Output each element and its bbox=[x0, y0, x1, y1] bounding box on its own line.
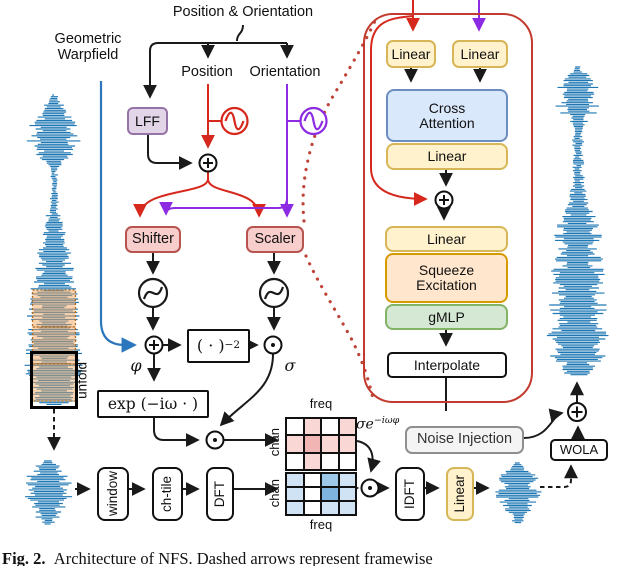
linear-label: Linear bbox=[451, 475, 467, 513]
dft-label: DFT bbox=[211, 480, 227, 508]
ch-tile-label: ch-tile bbox=[159, 475, 175, 512]
grid-cell bbox=[338, 418, 356, 436]
sum-junction-icon bbox=[434, 190, 454, 210]
idft-block: IDFT bbox=[395, 467, 425, 521]
grid-cell bbox=[338, 435, 356, 453]
waveform bbox=[495, 462, 542, 524]
position-label: Position bbox=[181, 64, 233, 80]
caption-fig-label: Fig. 2. bbox=[2, 549, 46, 566]
panel-gmlp-block: gMLP bbox=[385, 304, 508, 330]
exp-block: exp (−iω · ) bbox=[97, 390, 209, 418]
orientation-label: Orientation bbox=[249, 64, 321, 80]
sigma-label: σ bbox=[284, 356, 296, 375]
grid-cell bbox=[303, 418, 321, 436]
grid-cell bbox=[303, 452, 321, 470]
purple-orientation-wires bbox=[159, 0, 486, 218]
ch-tile-block: ch-tile bbox=[152, 467, 183, 521]
window-label: window bbox=[104, 471, 120, 517]
grid-cell bbox=[338, 452, 356, 470]
grid-cell bbox=[321, 452, 339, 470]
current-frame-rect bbox=[30, 351, 78, 409]
noise-injection-block: Noise Injection bbox=[405, 426, 524, 454]
grid-cell bbox=[321, 473, 339, 487]
grid-cell bbox=[286, 435, 304, 453]
shifter-block: Shifter bbox=[125, 226, 181, 253]
panel-linear-kv-block: Linear bbox=[452, 40, 508, 68]
grid-cell bbox=[338, 487, 356, 501]
phi-label: φ bbox=[130, 356, 142, 375]
sigma-spectrum-grid bbox=[285, 417, 357, 471]
geometric-warpfield-label: Geometric Warpfield bbox=[54, 31, 122, 63]
freq-label-bottom: freq bbox=[309, 517, 333, 532]
sigma-exp-label: σe−iωφ bbox=[356, 415, 408, 433]
freq-label-top: freq bbox=[309, 396, 333, 411]
grid-cell bbox=[286, 501, 304, 515]
grid-cell bbox=[303, 487, 321, 501]
product-junction-icon bbox=[205, 430, 225, 450]
grid-cell bbox=[286, 418, 304, 436]
sum-junction-icon bbox=[198, 153, 218, 173]
input-spectrum-grid bbox=[285, 472, 357, 516]
panel-linear-out-block: Linear bbox=[386, 143, 508, 170]
panel-interpolate-block: Interpolate bbox=[387, 352, 507, 378]
grid-cell bbox=[303, 501, 321, 515]
scaler-block: Scaler bbox=[246, 226, 304, 253]
sigma-e-sup: −iωφ bbox=[373, 415, 400, 426]
oscillator-icon bbox=[299, 106, 328, 136]
product-junction-icon bbox=[360, 478, 380, 498]
grid-cell bbox=[286, 452, 304, 470]
oscillator-icon bbox=[220, 106, 249, 136]
waveform bbox=[25, 460, 73, 525]
panel-linear-q-block: Linear bbox=[386, 40, 436, 68]
idft-label: IDFT bbox=[401, 479, 417, 509]
waveform bbox=[546, 66, 609, 376]
pow-base: ( · ) bbox=[196, 335, 225, 355]
panel-squeeze-excitation-block: Squeeze Excitation bbox=[385, 253, 508, 303]
scaler-detail-panel bbox=[363, 13, 533, 403]
unfold-window-overlays bbox=[30, 289, 78, 409]
panel-linear-mid-block: Linear bbox=[385, 226, 508, 252]
pow-exponent: −2 bbox=[224, 339, 241, 352]
blue-warpfield-wire bbox=[99, 81, 137, 353]
panel-cross-attention-block: Cross Attention bbox=[386, 89, 508, 142]
black-wires bbox=[75, 24, 585, 496]
caption-text: Architecture of NFS. Dashed arrows repre… bbox=[53, 549, 433, 566]
sine-activation-icon bbox=[137, 277, 169, 309]
unfold-label: unfold bbox=[74, 362, 90, 399]
grid-cell bbox=[286, 487, 304, 501]
chan-label-bottom: chan bbox=[266, 479, 282, 508]
grid-cell bbox=[321, 501, 339, 515]
chan-label-top: chan bbox=[266, 428, 282, 457]
grid-cell bbox=[321, 418, 339, 436]
inverse-square-block: ( · )−2 bbox=[187, 329, 250, 363]
dashed-framewise-arrows bbox=[47, 409, 578, 488]
product-junction-icon bbox=[263, 335, 283, 355]
figure-caption: Fig. 2. Architecture of NFS. Dashed arro… bbox=[2, 549, 640, 566]
grid-cell bbox=[321, 487, 339, 501]
sum-junction-icon bbox=[144, 335, 164, 355]
position-orientation-label: Position & Orientation bbox=[172, 4, 314, 20]
grid-cell bbox=[303, 435, 321, 453]
linear-block: Linear bbox=[446, 467, 474, 521]
grid-cell bbox=[286, 473, 304, 487]
lff-block: LFF bbox=[127, 107, 168, 135]
window-block: window bbox=[97, 467, 129, 521]
sine-activation-icon bbox=[258, 277, 290, 309]
grid-cell bbox=[338, 501, 356, 515]
sigma-e-base: σe bbox=[356, 416, 374, 433]
grid-cell bbox=[321, 435, 339, 453]
grid-cell bbox=[338, 473, 356, 487]
dft-block: DFT bbox=[206, 467, 234, 521]
sum-junction-icon bbox=[567, 402, 587, 422]
grid-cell bbox=[303, 473, 321, 487]
wola-block: WOLA bbox=[550, 439, 608, 461]
